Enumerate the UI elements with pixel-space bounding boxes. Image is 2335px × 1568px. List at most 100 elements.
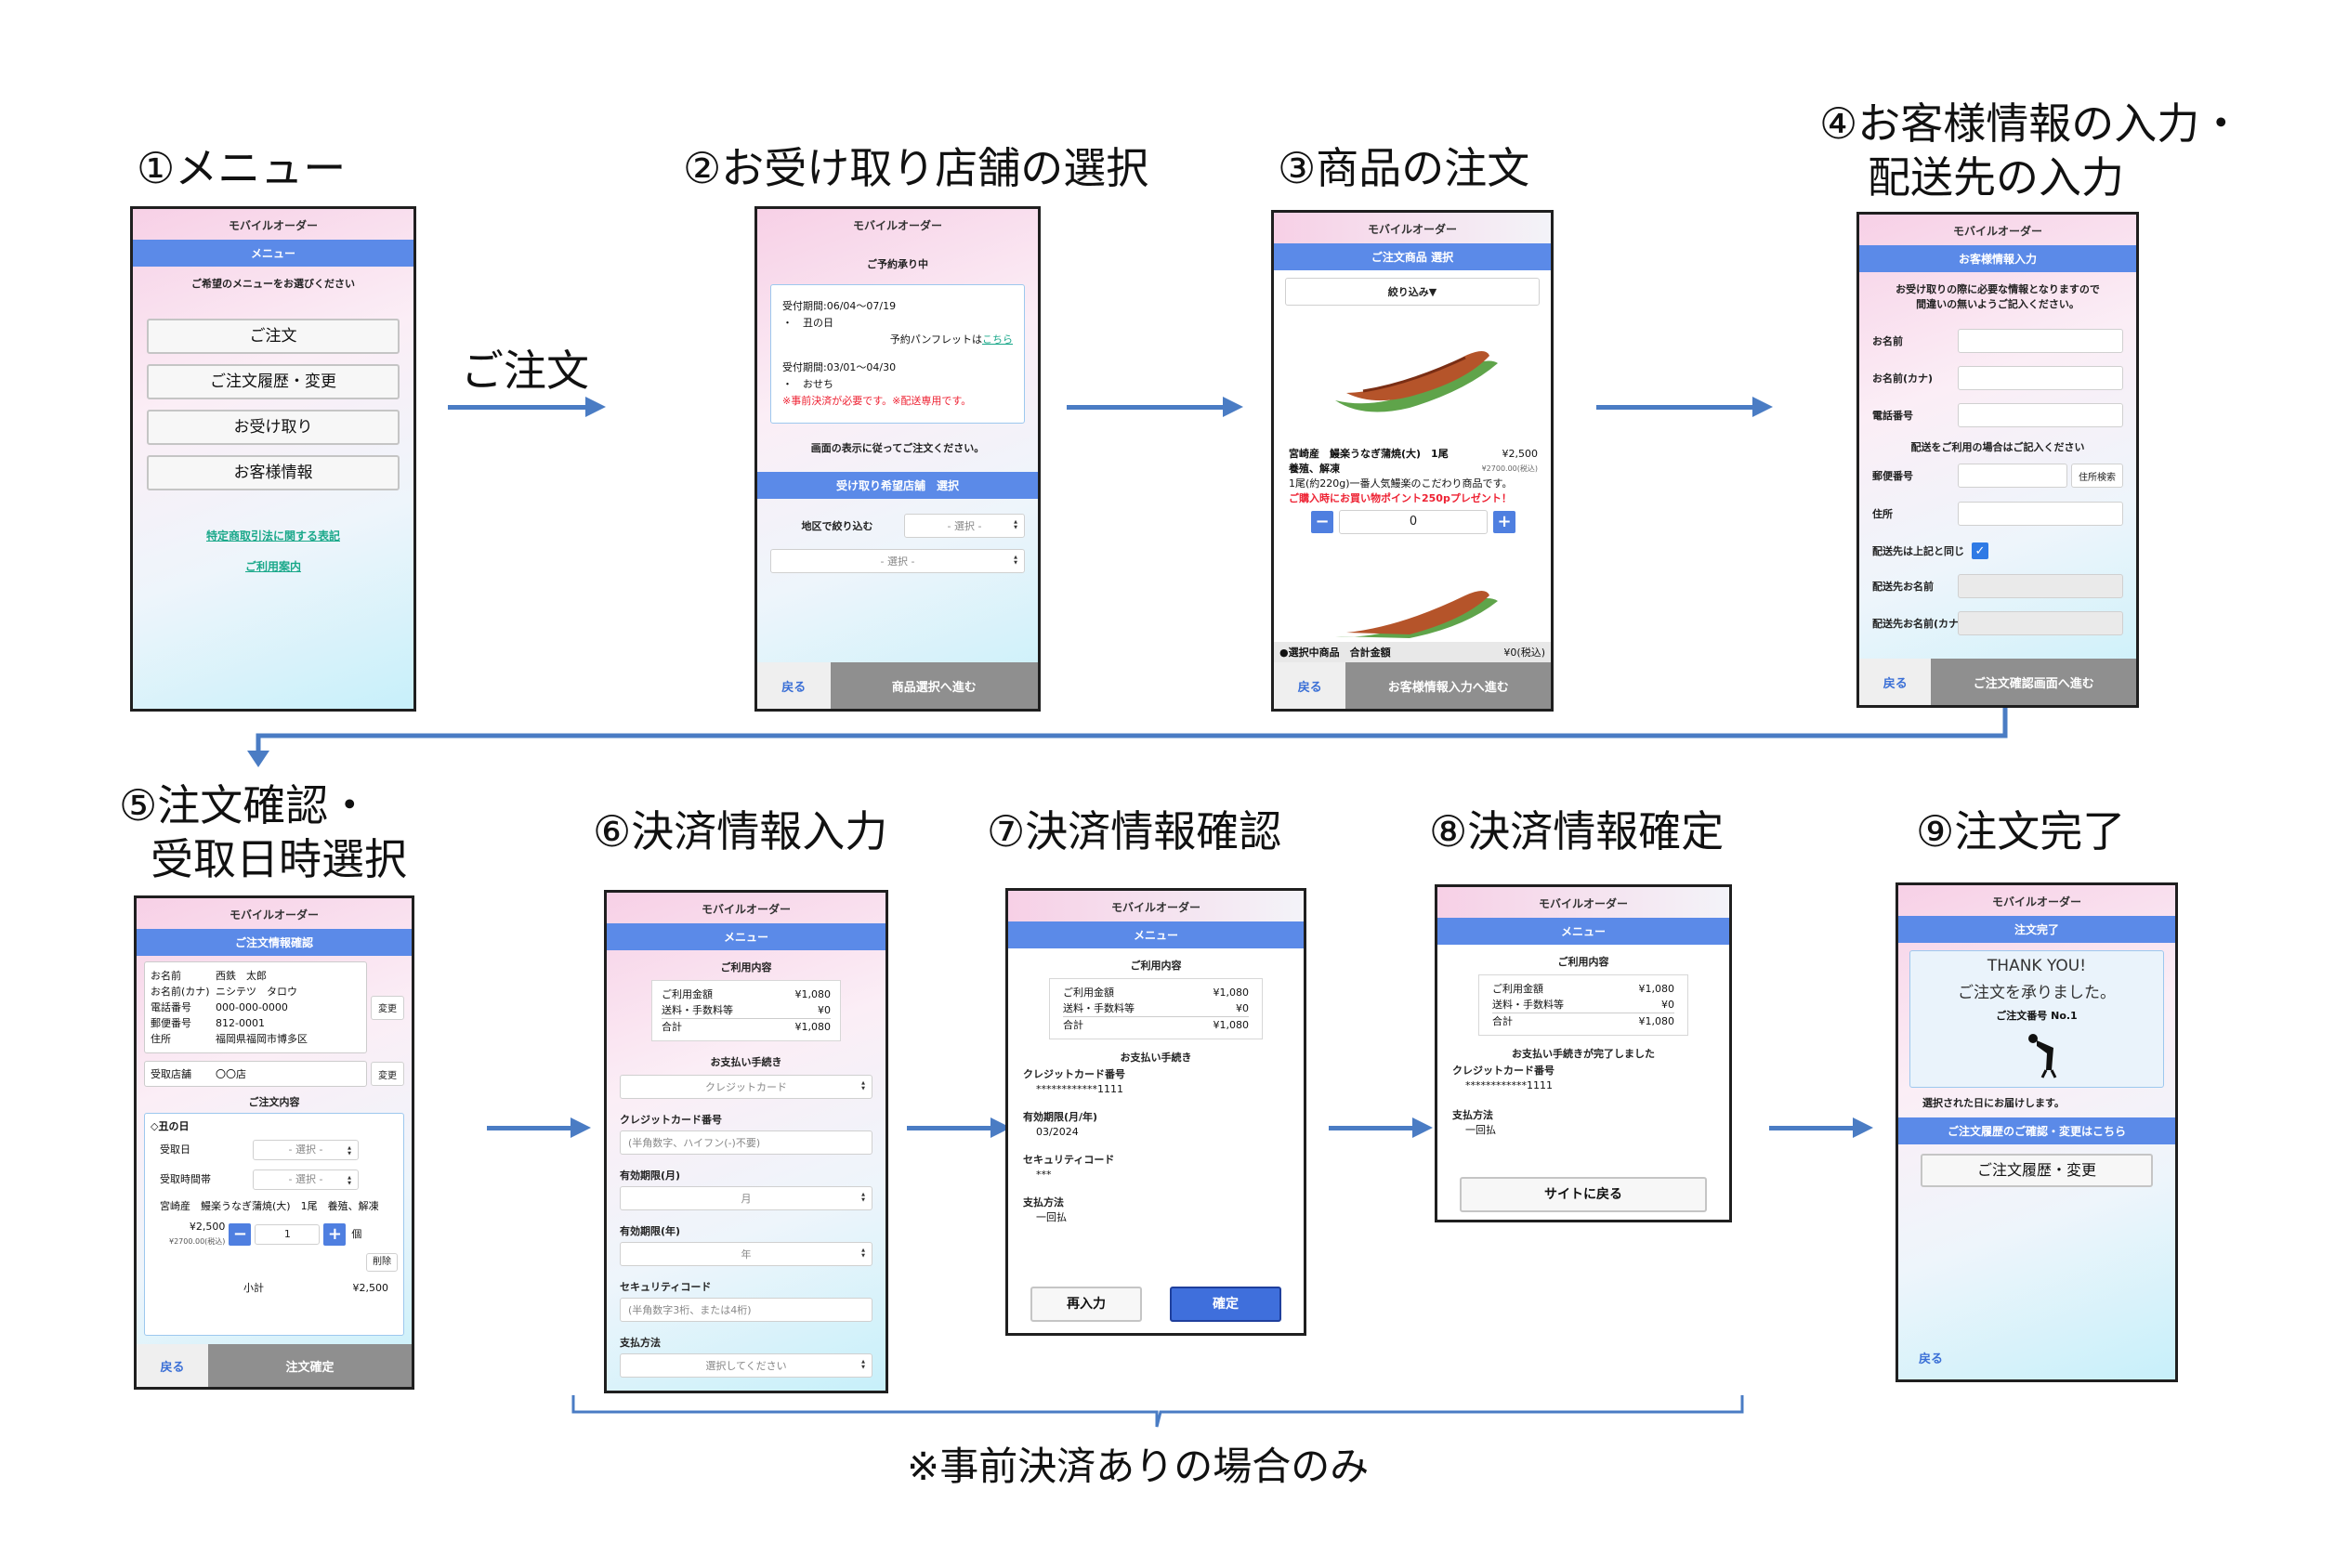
date-label: 受取日 [160,1143,190,1156]
kana-input[interactable] [1958,366,2123,390]
exp-month-select[interactable]: 月 [620,1186,872,1210]
app-title: モバイルオーダー [228,219,318,232]
total-label: 合計 [662,1021,682,1033]
name-input[interactable] [1958,329,2123,353]
payment-method-select[interactable]: クレジットカード [620,1075,872,1099]
total-label: 合計 [1492,1015,1513,1027]
dest-name-input[interactable] [1958,574,2123,598]
confirm-order-button[interactable]: 注文確定 [207,1344,412,1387]
change-customer-button[interactable]: 変更 [371,995,404,1020]
dest-name-label: 配送先お名前 [1872,581,1934,593]
reenter-button[interactable]: 再入力 [1030,1287,1142,1322]
back-button[interactable]: 戻る [137,1344,208,1387]
qty-plus-button[interactable]: + [323,1223,347,1246]
period-1: 受付期間:06/04〜07/19 [782,300,897,312]
item-price: ¥2,500 [189,1221,226,1233]
back-to-site-button[interactable]: サイトに戻る [1460,1177,1707,1212]
usage-summary: ご利用金額¥1,080 送料・手数料等¥0 合計¥1,080 [651,980,841,1041]
tel-input[interactable] [1958,403,2123,427]
qty-input[interactable]: 0 [1339,510,1488,534]
menu-prompt: ご希望のメニューをお選びください [191,278,355,290]
eel-image-2 [1335,591,1498,638]
payment-done-text: お支払い手続きが完了しました [1512,1048,1655,1060]
summary-label: お名前 [151,970,181,982]
card-number-input[interactable]: (半角数字、ハイフン(-)不要) [620,1130,872,1155]
address-input[interactable] [1958,502,2123,526]
pickup-button[interactable]: お受け取り [147,410,400,445]
back-button[interactable]: 戻る [1859,659,1932,705]
store-select[interactable]: - 選択 - [770,549,1025,573]
usage-heading: ご利用内容 [720,961,772,973]
fee-value: ¥0 [1236,1002,1249,1014]
next-confirm-button[interactable]: ご注文確認画面へ進む [1931,659,2136,705]
dest-kana-label: 配送先お名前(カナ) [1872,618,1958,630]
menu-bar: メニュー [133,240,413,267]
usage-guide-link[interactable]: ご利用案内 [244,560,301,573]
qty-plus-button[interactable]: + [1493,511,1515,533]
step-5-title-line2: 受取日時選択 [151,834,407,884]
contents-heading: ご注文内容 [248,1096,300,1108]
step-5-title-line1: ⑤注文確認・ [119,780,372,830]
pickup-time-select[interactable]: - 選択 - [253,1169,359,1190]
pickup-date-select[interactable]: - 選択 - [253,1140,359,1160]
tel-label: 電話番号 [1872,410,1913,422]
commerce-law-link[interactable]: 特定商取引法に関する表記 [205,529,340,542]
exp-label: 有効期限(月/年) [1023,1111,1098,1123]
phone-menu: モバイルオーダー メニュー ご希望のメニューをお選びください ご注文 ご注文履歴… [130,206,416,712]
step-7-title: ⑦決済情報確認 [987,806,1282,856]
app-title: モバイルオーダー [1991,895,2081,908]
zip-label: 郵便番号 [1872,470,1913,482]
area-filter-select[interactable]: - 選択 - [904,514,1025,538]
summary-label: お名前(カナ) [151,986,210,998]
product-name: 宮崎産 鰻楽うなぎ蒲焼(大) 1尾 [1289,448,1449,460]
summary-label: 郵便番号 [151,1017,191,1029]
card-label: クレジットカード番号 [620,1114,722,1126]
security-label: セキュリティコード [620,1281,712,1293]
store-select-bar: 受け取り希望店舗 選択 [757,472,1038,499]
customer-info-button[interactable]: お客様情報 [147,455,400,490]
pamphlet-link[interactable]: こちら [982,333,1013,346]
item-name: 宮崎産 鰻楽うなぎ蒲焼(大) 1尾 養殖、解凍 [160,1200,379,1212]
dest-kana-input[interactable] [1958,611,2123,635]
next-product-button[interactable]: 商品選択へ進む [830,662,1038,709]
zip-input[interactable] [1958,464,2067,488]
next-customer-button[interactable]: お客様情報入力へ進む [1345,662,1551,709]
subtotal-value: ¥2,500 [352,1282,389,1294]
delete-button[interactable]: 削除 [366,1253,398,1272]
name-label: お名前 [1872,335,1903,347]
security-label: セキュリティコード [1023,1154,1115,1166]
fee-value: ¥0 [818,1004,831,1016]
order-button[interactable]: ご注文 [147,319,400,354]
back-link[interactable]: 戻る [1919,1352,1944,1366]
confirm-payment-button[interactable]: 確定 [1170,1287,1281,1322]
usage-summary: ご利用金額¥1,080 送料・手数料等¥0 合計¥1,080 [1478,974,1688,1036]
exp-year-select[interactable]: 年 [620,1242,872,1266]
qty-input[interactable]: 1 [255,1224,321,1245]
product-desc: 1尾(約220g)一番人気鰻楽のこだわり商品です。 [1289,477,1513,490]
filter-dropdown[interactable]: 絞り込み▼ [1285,278,1540,306]
qty-minus-button[interactable]: − [1311,511,1333,533]
phone-payment-complete: モバイルオーダー メニュー ご利用内容 ご利用金額¥1,080 送料・手数料等¥… [1435,884,1732,1222]
order-history-button[interactable]: ご注文履歴・変更 [147,364,400,399]
delivery-text: 選択された日にお届けします。 [1922,1097,2065,1109]
security-value: *** [1036,1169,1052,1181]
arrow-2-3 [1067,397,1243,417]
change-store-button[interactable]: 変更 [371,1062,404,1086]
order-history-button[interactable]: ご注文履歴・変更 [1921,1154,2153,1187]
address-search-button[interactable]: 住所検索 [2071,464,2123,488]
summary-value: 812-0001 [216,1017,265,1029]
instruction-text: 画面の表示に従ってご注文ください。 [810,442,985,454]
installment-select[interactable]: 選択してください [620,1353,872,1378]
step-2-title: ②お受け取り店舗の選択 [683,143,1149,193]
app-title: モバイルオーダー [701,903,791,916]
same-address-checkbox[interactable]: ✓ [1972,542,1988,559]
order-arrow-label: ご注文 [461,346,589,396]
back-button[interactable]: 戻る [757,662,831,709]
qty-minus-button[interactable]: − [229,1223,252,1246]
exp-year-label: 有効期限(年) [620,1225,681,1237]
complete-bar: 注文完了 [1898,916,2175,943]
back-button[interactable]: 戻る [1274,662,1346,709]
app-title: モバイルオーダー [1952,225,2042,238]
security-code-input[interactable]: (半角数字3桁、または4桁) [620,1298,872,1322]
